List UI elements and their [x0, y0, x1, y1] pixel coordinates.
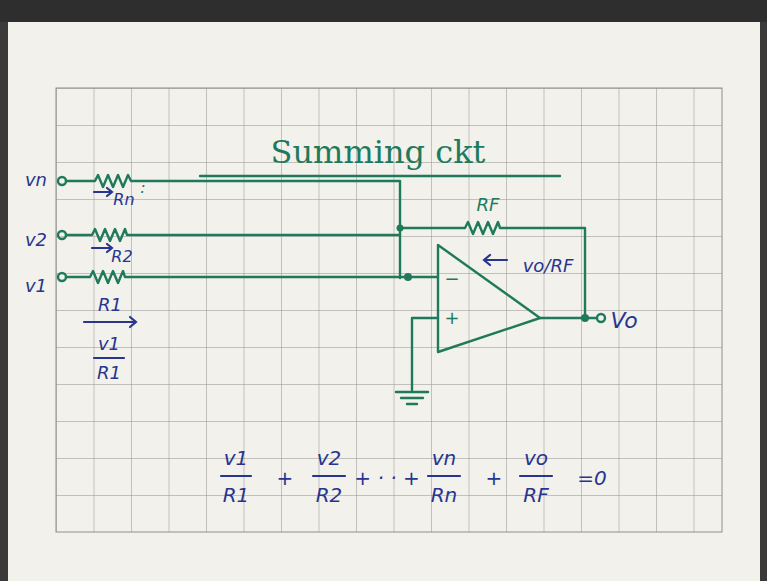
fraction-bar [221, 475, 251, 477]
equation-term: Rn [431, 485, 458, 505]
current-arrow [84, 317, 136, 327]
resistor-label: RF [477, 196, 500, 214]
fraction-bar [428, 475, 460, 477]
equation-operator: + · · + [354, 468, 419, 488]
junction-dot [397, 225, 404, 232]
title: Summing ckt [271, 136, 486, 168]
equation-term: R1 [223, 485, 250, 505]
resistor-label: Rn [113, 192, 134, 208]
wire [412, 318, 438, 390]
current-label: R1 [97, 364, 121, 382]
signal-name: vn [25, 171, 47, 189]
equation-operator: + [277, 468, 294, 488]
junction-dot [581, 314, 589, 322]
fraction-bar [520, 475, 552, 477]
equation-operator: + [486, 468, 503, 488]
current-label: vo/RF [523, 257, 574, 275]
equation-term: RF [523, 485, 548, 505]
current-arrow [92, 244, 112, 252]
title-underline [200, 175, 560, 177]
signal-name: v2 [25, 231, 47, 249]
pin-sign: − [444, 270, 459, 288]
fraction-bar [313, 475, 345, 477]
equation-term: vo [524, 448, 548, 468]
ground-symbol [396, 392, 428, 404]
junction-dot [404, 273, 412, 281]
grid [56, 88, 722, 532]
equation-term: v2 [317, 448, 342, 468]
fraction-bar [94, 357, 124, 359]
equation-term: R2 [316, 485, 343, 505]
current-arrow [484, 255, 507, 265]
resistor-symbol [66, 229, 400, 241]
current-arrow [94, 188, 112, 196]
paper [8, 22, 760, 581]
resistor-symbol [66, 271, 438, 283]
resistor-symbol [400, 222, 585, 318]
signal-name: v1 [25, 277, 47, 295]
resistor-label: R1 [98, 296, 122, 314]
output-terminal [597, 314, 605, 322]
output-name: Vo [610, 310, 637, 332]
pin-sign: + [444, 309, 459, 327]
backdrop [0, 0, 767, 22]
resistor-label: R2 [111, 249, 132, 265]
equation-operator: =0 [577, 468, 606, 488]
equation-term: vn [432, 448, 457, 468]
equation-term: v1 [224, 448, 249, 468]
current-label: v1 [98, 335, 120, 353]
ellipsis: : [140, 180, 145, 196]
resistor-symbol [66, 175, 400, 278]
